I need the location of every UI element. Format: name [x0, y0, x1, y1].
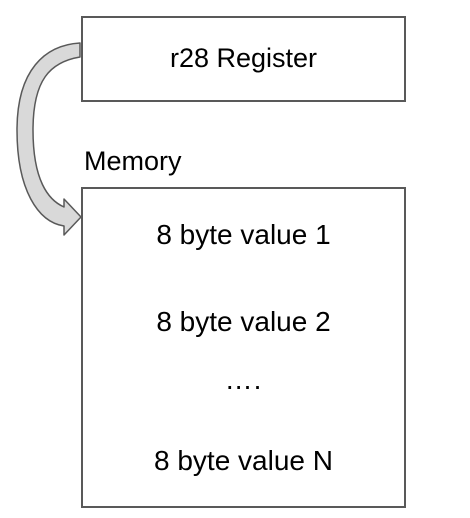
memory-row-value-1: 8 byte value 1 — [156, 219, 331, 250]
curved-arrow-icon — [16, 42, 82, 236]
memory-row-value-2: 8 byte value 2 — [156, 306, 331, 337]
register-label: r28 Register — [169, 42, 318, 73]
memory-box: 8 byte value 1 8 byte value 2 …. 8 byte … — [81, 187, 406, 508]
memory-label: Memory — [84, 146, 182, 176]
memory-row-value-n: 8 byte value N — [154, 445, 333, 476]
r28-register-box: r28 Register — [81, 16, 406, 102]
memory-row-ellipsis: …. — [224, 364, 263, 395]
